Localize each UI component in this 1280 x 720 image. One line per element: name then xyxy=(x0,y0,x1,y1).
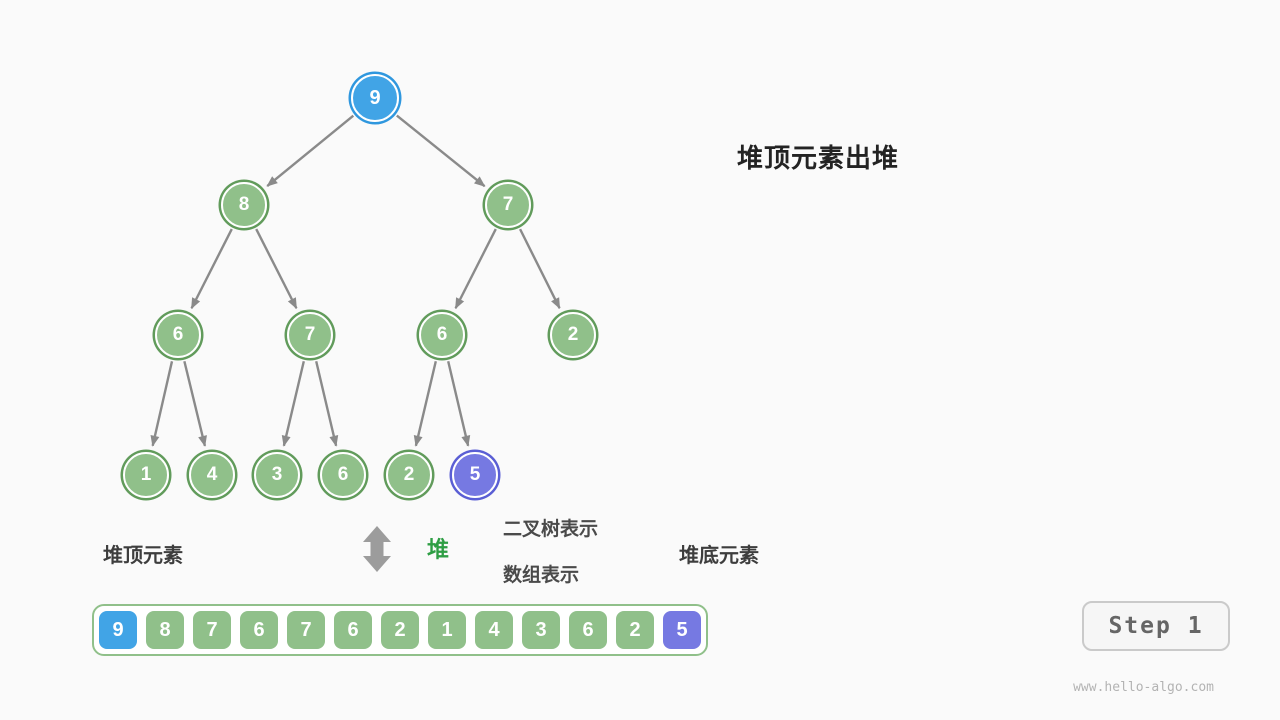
tree-edge xyxy=(190,228,233,310)
array-cell: 5 xyxy=(663,611,701,649)
tree-edge xyxy=(396,114,486,188)
tree-edge xyxy=(183,360,207,447)
tree-edge xyxy=(281,361,305,447)
tree-node: 9 xyxy=(351,74,399,122)
heap-top-label: 堆顶元素 xyxy=(103,545,183,567)
array-cell: 3 xyxy=(522,611,560,649)
tree-edge xyxy=(150,361,174,447)
tree-node: 3 xyxy=(254,452,300,498)
tree-node: 8 xyxy=(221,182,267,228)
array-cell: 8 xyxy=(146,611,184,649)
tree-node: 1 xyxy=(123,452,169,498)
tree-edge xyxy=(255,228,298,310)
tree-node: 6 xyxy=(320,452,366,498)
heap-label: 堆 xyxy=(427,537,450,562)
tree-edge xyxy=(454,228,497,310)
array-cell: 1 xyxy=(428,611,466,649)
heap-bottom-label: 堆底元素 xyxy=(679,545,759,567)
tree-edge xyxy=(266,114,355,187)
array-cell: 7 xyxy=(287,611,325,649)
array-cell: 7 xyxy=(193,611,231,649)
array-cell: 6 xyxy=(240,611,278,649)
array-cell: 2 xyxy=(381,611,419,649)
tree-node: 6 xyxy=(419,312,465,358)
array-cell: 6 xyxy=(569,611,607,649)
array-representation-label: 数组表示 xyxy=(503,565,580,586)
tree-edge xyxy=(315,361,339,447)
step-badge: Step 1 xyxy=(1082,601,1230,651)
up-down-arrow-icon xyxy=(363,526,391,572)
tree-node: 6 xyxy=(155,312,201,358)
array-cell: 9 xyxy=(99,611,137,649)
step-badge-label: Step 1 xyxy=(1108,613,1204,639)
figure-title: 堆顶元素出堆 xyxy=(737,143,900,173)
array-cell: 2 xyxy=(616,611,654,649)
tree-node: 2 xyxy=(386,452,432,498)
tree-node: 7 xyxy=(485,182,531,228)
tree-node: 4 xyxy=(189,452,235,498)
array-cell: 6 xyxy=(334,611,372,649)
tree-edge xyxy=(519,228,561,310)
tree-node: 2 xyxy=(550,312,596,358)
tree-edge xyxy=(447,361,471,447)
binary-tree-representation-label: 二叉树表示 xyxy=(503,519,599,540)
tree-edge xyxy=(413,361,437,447)
tree-node: 7 xyxy=(287,312,333,358)
watermark: www.hello-algo.com xyxy=(1073,680,1214,695)
tree-node: 5 xyxy=(452,452,498,498)
array-cell: 4 xyxy=(475,611,513,649)
